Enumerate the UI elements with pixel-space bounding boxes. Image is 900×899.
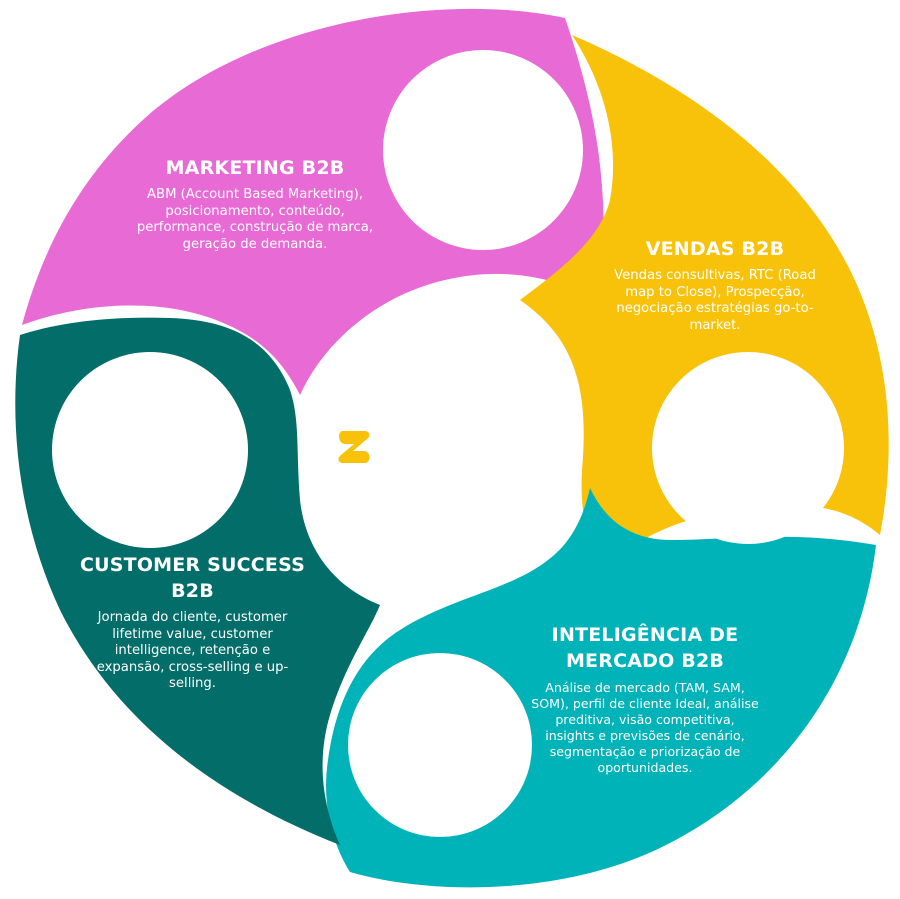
marketing-circle: [383, 50, 583, 250]
vendas-title: VENDAS B2B: [645, 238, 785, 260]
cs-description: Jornada do cliente, customer lifetime va…: [96, 610, 289, 691]
cs-label: CUSTOMER SUCCESS B2B Jornada do cliente,…: [80, 552, 305, 693]
marketing-description: ABM (Account Based Marketing), posiciona…: [136, 187, 374, 252]
vendas-description: Vendas consultivas, RTC (Road map to Clo…: [614, 268, 816, 333]
vendas-circle: [652, 352, 844, 544]
marketing-title: MARKETING B2B: [165, 157, 345, 179]
inteligencia-description: Análise de mercado (TAM, SAM, SOM), perf…: [531, 680, 759, 775]
inteligencia-circle: [348, 653, 532, 837]
vendas-label: VENDAS B2B Vendas consultivas, RTC (Road…: [600, 236, 830, 334]
cs-title: CUSTOMER SUCCESS B2B: [80, 554, 305, 602]
marketing-label: MARKETING B2B ABM (Account Based Marketi…: [120, 155, 390, 253]
cs-circle: [52, 352, 248, 548]
inteligencia-label: INTELIGÊNCIA DE MERCADO B2B Análise de m…: [530, 622, 760, 776]
logo-icon: [338, 431, 370, 463]
center-circle: [312, 334, 548, 570]
inteligencia-title: INTELIGÊNCIA DE MERCADO B2B: [551, 624, 739, 672]
